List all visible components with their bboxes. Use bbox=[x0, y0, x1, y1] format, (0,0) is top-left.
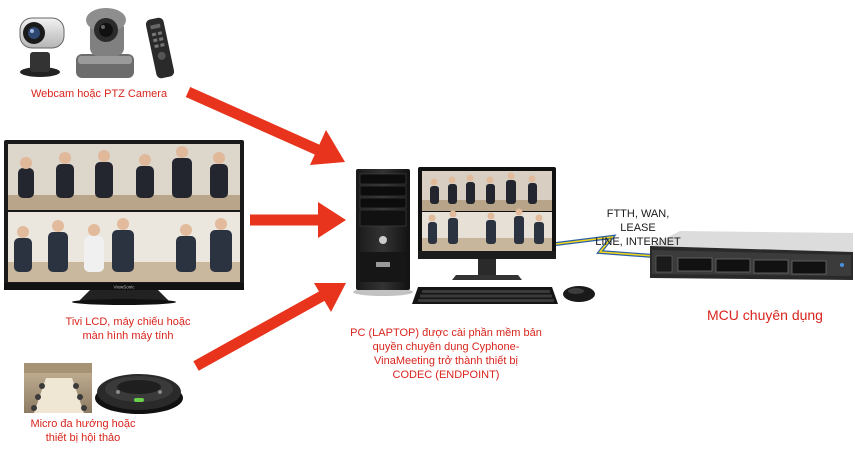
tv-label-line2: màn hình máy tính bbox=[82, 330, 174, 342]
ptz-camera-icon bbox=[76, 8, 134, 78]
tv-label: Tivi LCD, máy chiếu hoặc màn hình máy tí… bbox=[48, 315, 208, 343]
network-link-line1: FTTH, WAN, LEASE bbox=[606, 208, 670, 234]
arrow-mic-to-pc bbox=[193, 283, 346, 371]
mic-label-line1: Micro đa hướng hoặc bbox=[30, 418, 136, 430]
lcd-tv-icon bbox=[4, 140, 244, 305]
network-link-line2: LINE, INTERNET bbox=[595, 236, 681, 248]
network-link-label: FTTH, WAN, LEASE LINE, INTERNET bbox=[588, 207, 688, 249]
mcu-label: MCU chuyên dụng bbox=[690, 306, 840, 324]
webcam-label: Webcam hoặc PTZ Camera bbox=[14, 87, 184, 101]
pc-monitor-icon bbox=[418, 167, 556, 280]
remote-control-icon bbox=[145, 17, 175, 79]
mcu-label-text: MCU chuyên dụng bbox=[707, 307, 823, 323]
webcam-icon bbox=[19, 17, 65, 77]
tv-brand-text: ViewSonic bbox=[114, 285, 136, 290]
mic-label-line2: thiết bị hội thảo bbox=[45, 432, 121, 444]
pc-label-line1: PC (LAPTOP) được cài phần mềm bản bbox=[350, 327, 542, 339]
mouse-icon bbox=[563, 286, 595, 302]
arrow-tv-to-pc bbox=[250, 202, 346, 238]
mic-label: Micro đa hướng hoặc thiết bị hội thảo bbox=[18, 417, 148, 445]
pc-label-line4: CODEC (ENDPOINT) bbox=[392, 369, 500, 381]
keyboard-icon bbox=[412, 287, 558, 304]
webcam-label-text: Webcam hoặc PTZ Camera bbox=[30, 88, 168, 100]
tv-label-line1: Tivi LCD, máy chiếu hoặc bbox=[65, 316, 191, 328]
pc-tower-icon bbox=[353, 169, 413, 296]
conference-room-photo-icon bbox=[24, 363, 92, 413]
arrow-camera-to-pc bbox=[185, 86, 345, 165]
network-link-icon bbox=[555, 234, 681, 260]
mcu-server-icon bbox=[650, 231, 853, 280]
pc-label-line2: quyền chuyên dụng Cyphone- bbox=[372, 341, 520, 353]
speakerphone-icon bbox=[95, 374, 183, 414]
pc-label: PC (LAPTOP) được cài phần mềm bản quyền … bbox=[336, 326, 556, 382]
pc-label-line3: VinaMeeting trở thành thiết bị bbox=[374, 355, 518, 367]
